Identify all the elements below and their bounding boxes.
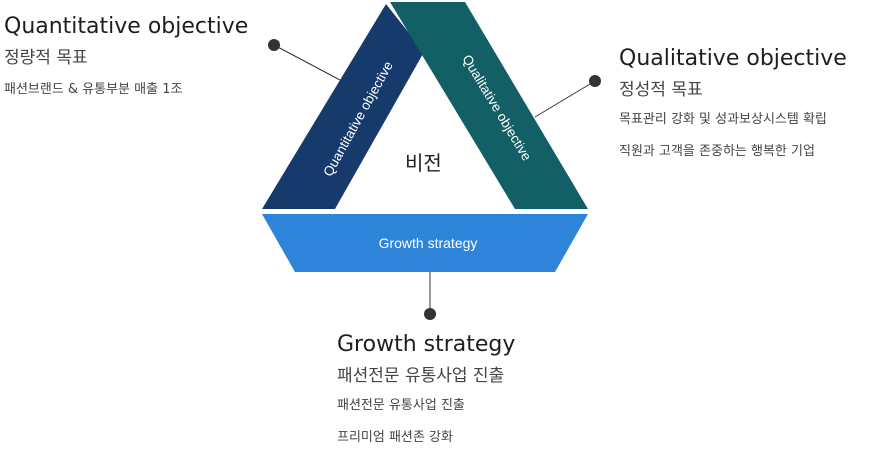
quantitative-bar [262, 4, 424, 209]
qualitative-desc-line: 목표관리 강화 및 성과보상시스템 확립 [619, 112, 827, 127]
qualitative-desc-line: 직원과 고객을 존중하는 행복한 기업 [619, 144, 815, 159]
growth-subtitle: 패션전문 유통사업 진출 [337, 366, 505, 386]
right-connector-dot [589, 75, 601, 87]
growth-title: Growth strategy [337, 332, 516, 357]
growth-strategy-bar-label: Growth strategy [379, 235, 478, 251]
quantitative-subtitle: 정량적 목표 [4, 48, 88, 68]
quantitative-desc-line: 패션브랜드 & 유통부분 매출 1조 [4, 82, 183, 97]
left-connector-dot [268, 39, 280, 51]
growth-desc-line: 패션전문 유통사업 진출 [337, 398, 465, 413]
qualitative-title: Qualitative objective [619, 46, 847, 71]
growth-strategy-bar [262, 214, 588, 272]
growth-desc-line: 프리미엄 패션존 강화 [337, 430, 453, 445]
left-connector-line [273, 44, 341, 81]
vision-center-label: 비전 [405, 151, 442, 175]
growth-callout: Growth strategy 패션전문 유통사업 진출 패션전문 유통사업 진… [337, 332, 515, 450]
qualitative-bar [390, 2, 588, 209]
qualitative-callout: Qualitative objective 정성적 목표 목표관리 강화 및 성… [619, 46, 847, 164]
qualitative-subtitle: 정성적 목표 [619, 80, 703, 100]
quantitative-title: Quantitative objective [4, 14, 249, 39]
bottom-connector-dot [424, 308, 436, 320]
quantitative-callout: Quantitative objective 정량적 목표 패션브랜드 & 유통… [4, 14, 248, 102]
right-connector-line [534, 80, 596, 118]
